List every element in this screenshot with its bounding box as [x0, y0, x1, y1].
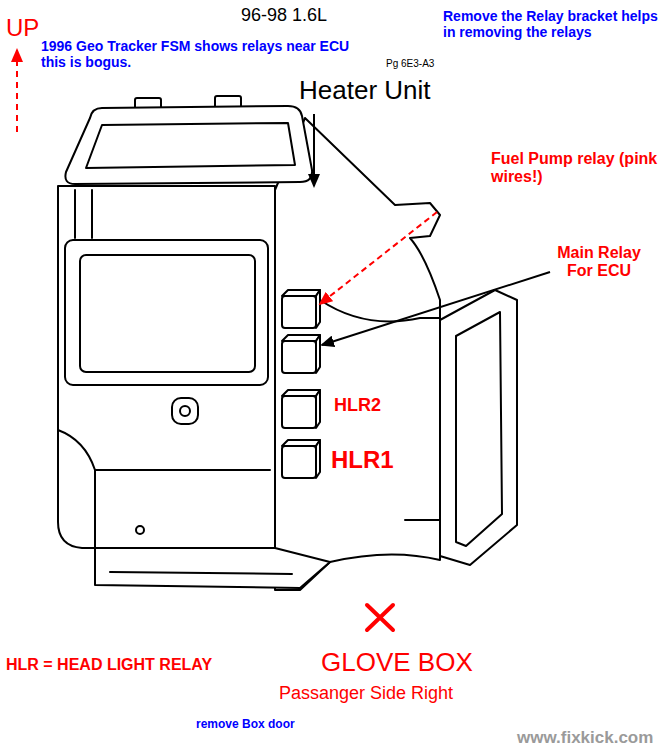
relay-label: HLR2	[333, 395, 382, 416]
top-slab	[65, 106, 312, 184]
top-vent	[86, 123, 295, 168]
watermark: www.fixkick.com	[516, 728, 654, 748]
cross-mark	[367, 605, 393, 630]
heater-body-side	[275, 118, 440, 590]
heater-leader	[313, 114, 315, 186]
note-text: 1996 Geo Tracker FSM shows relays near E…	[40, 38, 377, 70]
relay-label: Fuel Pump relay (pink wires!)	[490, 150, 662, 187]
knob	[172, 398, 198, 424]
note-text: Remove the Relay bracket helps in removi…	[442, 8, 664, 40]
note-text: remove Box door	[195, 718, 296, 732]
main-relay-leader	[322, 272, 550, 345]
relay-label: Main Relay For ECU	[553, 244, 645, 281]
direction-label: UP	[5, 14, 40, 42]
relay-column	[282, 290, 320, 478]
part-label: Heater Unit	[298, 76, 432, 106]
body-line	[405, 519, 440, 521]
duct-opening	[456, 312, 502, 546]
location-label: Passanger Side Right	[278, 683, 454, 704]
front-recess	[65, 240, 268, 385]
legend-note: HLR = HEAD LIGHT RELAY	[5, 656, 213, 674]
relay-label: HLR1	[330, 446, 395, 474]
bottom-flange	[95, 548, 330, 588]
face-line	[58, 430, 270, 548]
diagram-title: 96-98 1.6L	[240, 5, 328, 26]
location-label: GLOVE BOX	[320, 648, 474, 678]
body-line	[320, 300, 440, 321]
page-ref: Pg 6E3-A3	[385, 58, 435, 70]
face-rib	[75, 190, 92, 238]
front-face	[58, 186, 275, 548]
duct-frame	[440, 290, 517, 565]
flange-line	[110, 572, 292, 574]
screw-hole	[136, 526, 144, 534]
knob-center	[180, 406, 190, 416]
up-arrow	[16, 50, 18, 132]
fuel-pump-leader	[320, 212, 437, 304]
front-window	[80, 255, 255, 372]
